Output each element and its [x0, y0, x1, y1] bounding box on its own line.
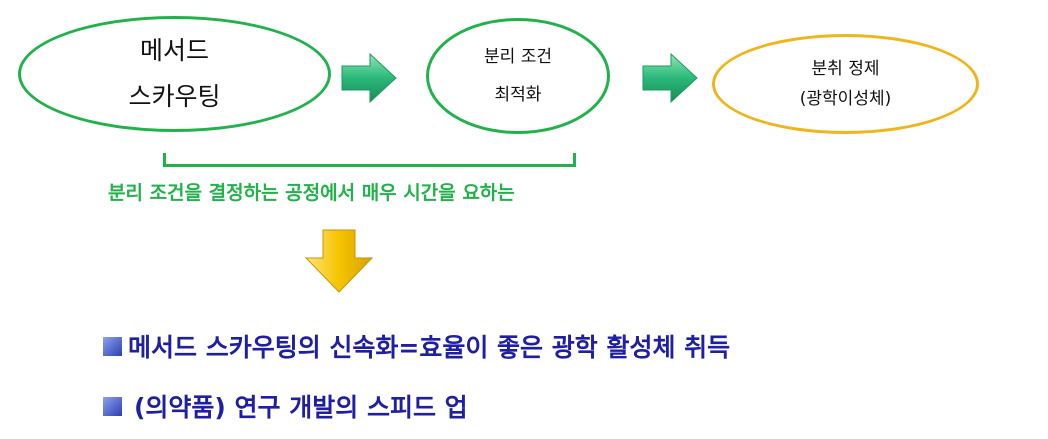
node-method-scouting-line1: 메서드: [139, 36, 209, 65]
node-purification-line1: 분취 정제: [811, 59, 880, 79]
node-method-scouting-line2: 스카우팅: [128, 82, 221, 111]
node-purification-line2: (광학이성체): [799, 89, 892, 109]
bullet-item: (의약품) 연구 개발의 스피드 업: [103, 388, 468, 424]
arrow-down-icon: [304, 229, 374, 293]
bracket-caption: 분리 조건을 결정하는 공정에서 매우 시간을 요하는: [108, 182, 515, 204]
square-bullet-icon: [103, 396, 122, 416]
node-purification: 분취 정제 (광학이성체): [712, 34, 979, 134]
bracket-line: [163, 153, 576, 167]
arrow-right-icon: [642, 52, 698, 104]
node-method-scouting: 메서드 스카우팅: [18, 16, 331, 132]
node-separation-optimization-line2: 최적화: [494, 85, 542, 105]
arrow-right-icon: [341, 52, 397, 104]
node-separation-optimization: 분리 조건 최적화: [426, 18, 610, 134]
bullet-text: (의약품) 연구 개발의 스피드 업: [134, 393, 468, 422]
bullet-item: 메서드 스카우팅의 신속화=효율이 좋은 광학 활성체 취득: [103, 328, 730, 364]
square-bullet-icon: [103, 336, 122, 356]
bullet-text: 메서드 스카우팅의 신속화=효율이 좋은 광학 활성체 취득: [128, 333, 731, 362]
node-separation-optimization-line1: 분리 조건: [484, 47, 552, 67]
